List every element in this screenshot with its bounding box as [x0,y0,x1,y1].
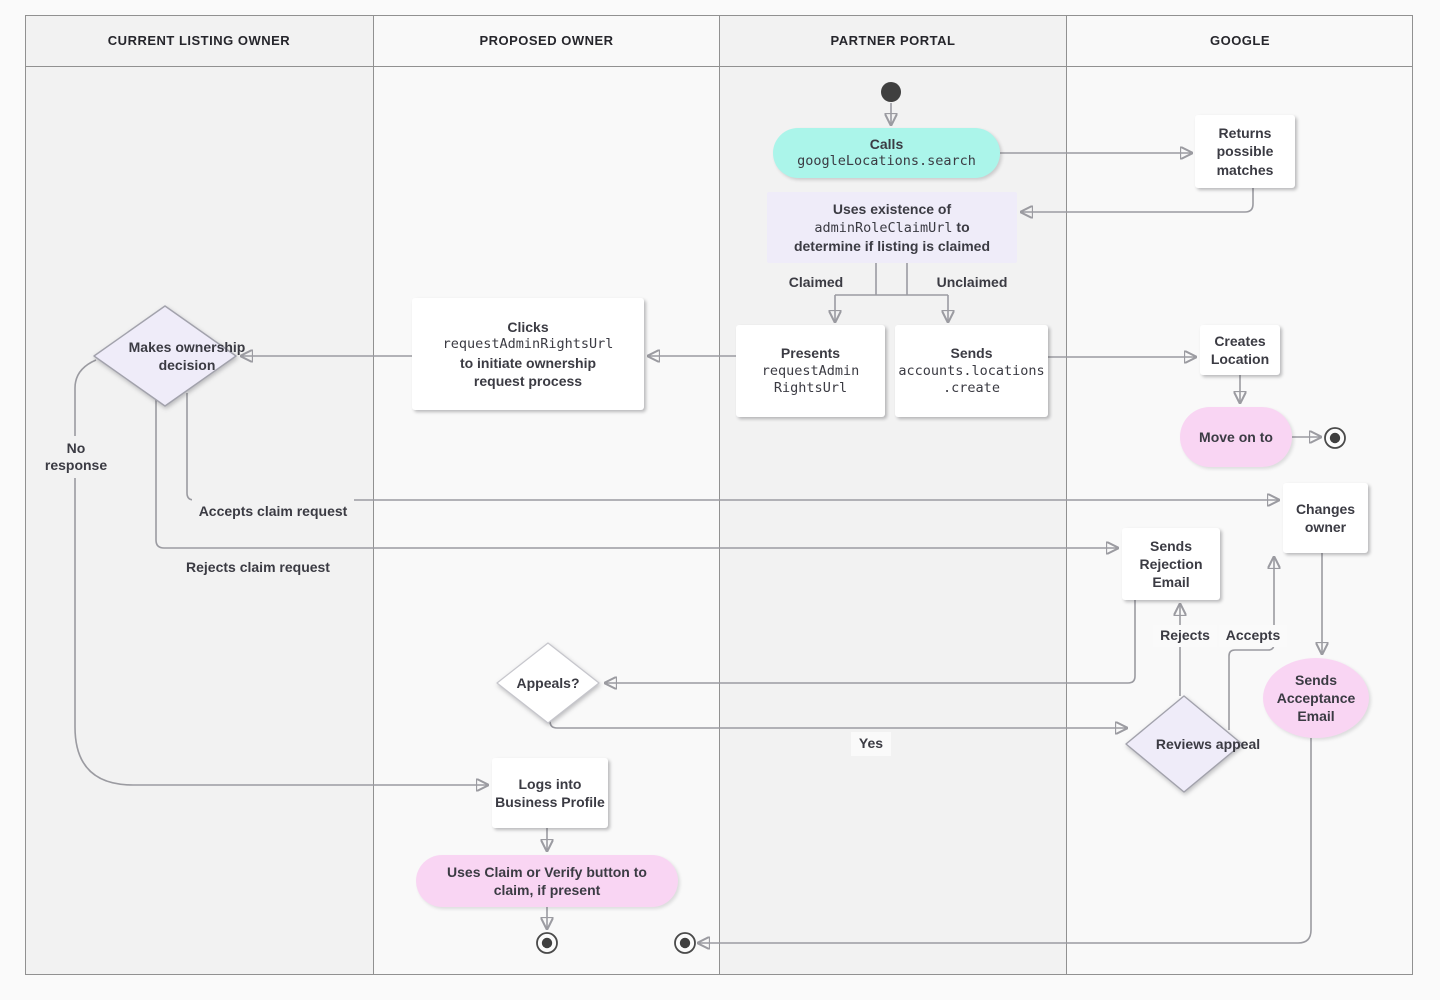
lane-title: GOOGLE [1209,33,1271,48]
node-title: Appeals? [516,674,580,691]
edge-label-no-response: No response [38,436,114,478]
node-title: Uses Claim or Verify button to claim, if… [447,863,647,898]
node-title: Sends [950,345,993,362]
node-sends-rejection-email: Sends Rejection Email [1122,528,1220,600]
edge-accepts-claim-to-changes-owner [186,393,1278,500]
node-title: Sends Acceptance Email [1276,671,1356,725]
diamond-shape [1125,695,1243,793]
node-reviews-appeal: Reviews appeal [1125,695,1260,793]
node-uses-claim-or-verify: Uses Claim or Verify button to claim, if… [416,855,678,907]
node-clicks-requestadminrightsurl: Clicks requestAdminRightsUrl to initiate… [412,298,644,410]
node-title: Makes ownership decision [128,338,246,373]
code-text: RightsUrl [773,380,848,397]
edge-rejects-claim-to-sends-rejection [155,400,1117,548]
lane-title: PARTNER PORTAL [830,33,956,48]
node-presents-requestadminrightsurl: Presents requestAdmin RightsUrl [736,325,885,417]
node-line: to initiate ownership [459,354,597,371]
edge-sends-rejection-to-appeals [606,600,1136,683]
lane-header-google: GOOGLE [1067,15,1413,67]
edge-label-unclaimed: Unclaimed [928,272,1016,294]
node-creates-location: Creates Location [1200,325,1280,375]
node-title: Sends Rejection Email [1139,537,1203,591]
swimlane-pool-border [25,15,1413,975]
node-title: Returns possible matches [1216,125,1274,178]
node-line: request process [473,372,583,389]
lane-current-listing-owner: CURRENT LISTING OWNER [25,15,373,975]
lane-header-current-listing-owner: CURRENT LISTING OWNER [25,15,373,67]
code-text: requestAdmin [761,362,860,379]
end-node-proposed-owner [536,932,558,954]
code-text: requestAdminRightsUrl [442,336,614,353]
node-sends-accounts-locations-create: Sends accounts.locations .create [895,325,1048,417]
edge-label-accepts-claim-request: Accepts claim request [192,497,354,527]
diamond-shape [93,305,237,407]
node-logs-into-business-profile: Logs into Business Profile [492,758,608,828]
node-title: Creates Location [1210,332,1270,367]
node-changes-owner: Changes owner [1283,483,1368,553]
edge-label-rejects: Rejects [1153,625,1217,647]
start-node [881,82,901,102]
edge-returns-to-uses-existence [1022,188,1254,212]
edge-yes-to-reviews-appeal [549,718,1126,728]
node-title: Presents [780,345,841,362]
edge-sends-acceptance-to-end [699,738,1312,943]
edge-label-yes: Yes [851,732,891,756]
lane-header-proposed-owner: PROPOSED OWNER [374,15,719,67]
node-sends-acceptance-email: Sends Acceptance Email [1263,658,1369,738]
lane-title: PROPOSED OWNER [479,33,614,48]
diamond-shape [496,642,600,724]
node-line: adminRoleClaimUrl to [814,218,970,236]
node-title: Move on to [1199,428,1273,445]
node-title: Clicks [507,318,549,335]
code-text: googleLocations.search [797,153,976,170]
node-calls-googlelocations-search: Calls googleLocations.search [773,128,1000,178]
node-line: determine if listing is claimed [793,238,991,255]
lane-header-partner-portal: PARTNER PORTAL [720,15,1066,67]
lane-title: CURRENT LISTING OWNER [107,33,291,48]
edge-label-accepts: Accepts [1219,625,1287,647]
edge-label-claimed: Claimed [781,272,851,294]
node-returns-possible-matches: Returns possible matches [1195,115,1295,188]
node-title: Changes owner [1295,500,1356,535]
node-appeals-decision: Appeals? [496,642,600,724]
node-line: Uses existence of [832,200,952,217]
code-text: .create [943,380,1000,397]
node-move-on-to: Move on to [1180,407,1292,467]
node-title: Reviews appeal [1155,735,1261,752]
node-makes-ownership-decision: Makes ownership decision [93,305,245,407]
end-node-partner-portal [674,932,696,954]
edge-no-response-to-logs-in [74,359,487,785]
code-text: accounts.locations [898,362,1045,379]
node-uses-existence: Uses existence of adminRoleClaimUrl to d… [767,192,1017,263]
end-node-google [1324,427,1346,449]
node-title: Logs into Business Profile [495,775,605,810]
node-title: Calls [869,136,904,153]
code-text: adminRoleClaimUrl [814,219,953,236]
edge-label-rejects-claim-request: Rejects claim request [172,556,344,580]
